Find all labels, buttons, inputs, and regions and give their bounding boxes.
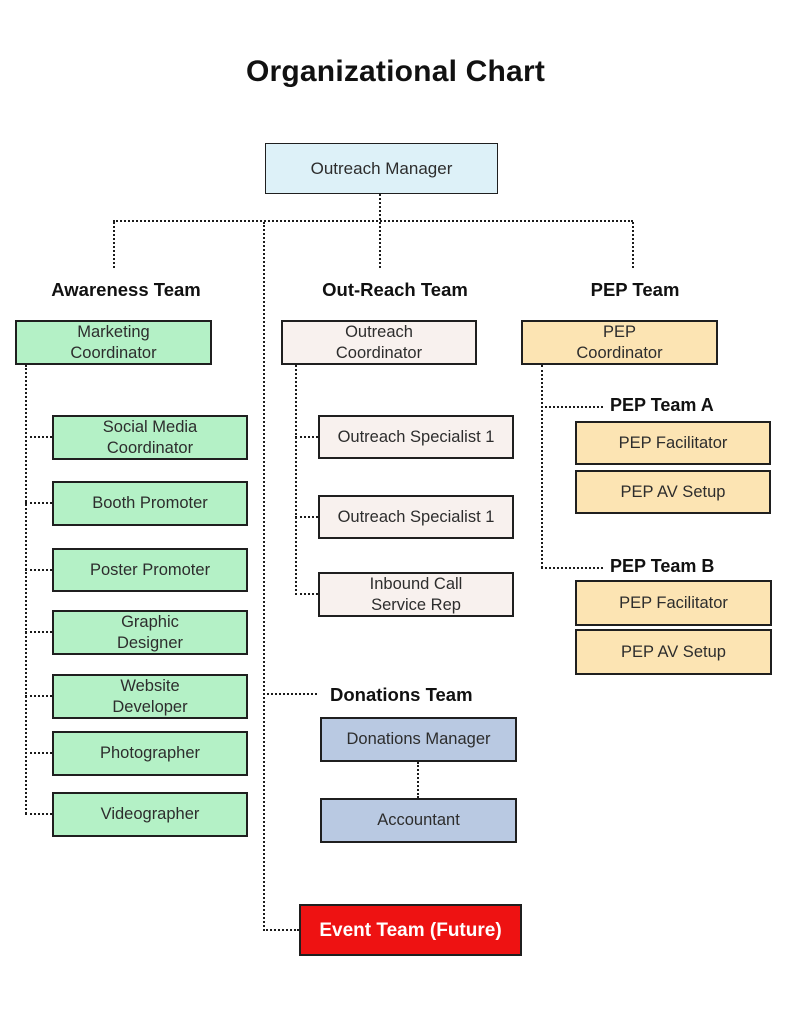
node-pep-b-av-setup: PEP AV Setup [575,629,772,675]
connector-pep-drop [632,222,634,268]
connector-awareness-stub-6 [25,752,52,754]
sub-heading-pep-team-a: PEP Team A [610,395,714,415]
connector-pep-a-stub [541,406,603,408]
team-heading-donations: Donations Team [330,684,473,705]
connector-outreach-stub-2 [295,516,318,518]
node-event-team-future: Event Team (Future) [299,904,522,956]
connector-donations-vertical [417,762,419,798]
node-outreach-coordinator: Outreach Coordinator [281,320,477,365]
node-booth-promoter: Booth Promoter [52,481,248,526]
node-graphic-designer: Graphic Designer [52,610,248,655]
team-heading-pep: PEP Team [590,279,680,300]
node-poster-promoter: Poster Promoter [52,548,248,592]
connector-outreach-stub-3 [295,593,318,595]
connector-awareness-stub-1 [25,436,52,438]
team-heading-outreach: Out-Reach Team [322,279,468,300]
node-photographer: Photographer [52,731,248,776]
connector-awareness-stub-5 [25,695,52,697]
connector-long-drop [263,222,265,931]
connector-future-stub [263,929,299,931]
connector-outreach-stub-1 [295,436,318,438]
connector-awareness-stub-7 [25,813,52,815]
connector-pep-spine [541,365,543,568]
team-heading-awareness: Awareness Team [51,279,201,300]
connector-root-drop [379,194,381,220]
node-social-media-coordinator: Social Media Coordinator [52,415,248,460]
node-website-developer: Website Developer [52,674,248,719]
connector-pep-b-stub [541,567,603,569]
node-outreach-specialist-1: Outreach Specialist 1 [318,415,514,459]
node-accountant: Accountant [320,798,517,843]
node-pep-b-facilitator: PEP Facilitator [575,580,772,626]
node-marketing-coordinator: Marketing Coordinator [15,320,212,365]
connector-donations-stub [263,693,317,695]
node-pep-a-facilitator: PEP Facilitator [575,421,771,465]
connector-outreach-drop [379,222,381,268]
node-outreach-manager: Outreach Manager [265,143,498,194]
connector-awareness-spine [25,365,27,814]
node-inbound-call-service-rep: Inbound Call Service Rep [318,572,514,617]
connector-top-horizontal [113,220,633,222]
connector-awareness-stub-3 [25,569,52,571]
node-donations-manager: Donations Manager [320,717,517,762]
node-pep-coordinator: PEP Coordinator [521,320,718,365]
node-outreach-specialist-2: Outreach Specialist 1 [318,495,514,539]
connector-outreach-spine [295,365,297,595]
connector-awareness-stub-2 [25,502,52,504]
node-videographer: Videographer [52,792,248,837]
connector-awareness-stub-4 [25,631,52,633]
sub-heading-pep-team-b: PEP Team B [610,556,715,576]
node-pep-a-av-setup: PEP AV Setup [575,470,771,514]
connector-awareness-drop [113,222,115,268]
page-title: Organizational Chart [245,55,546,88]
